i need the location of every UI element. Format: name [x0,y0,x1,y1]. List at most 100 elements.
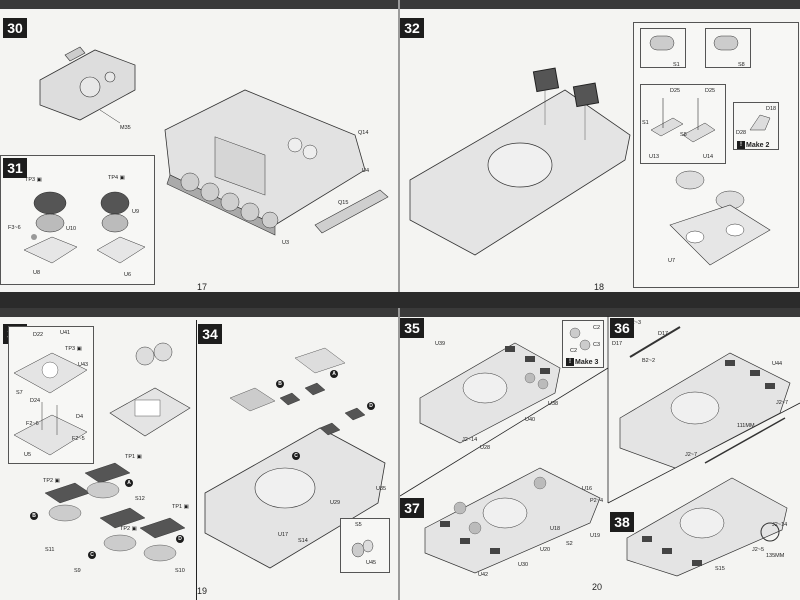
label-u43: U43 [78,362,89,368]
label-tp1-a: TP1 ▣ [125,454,142,460]
label-f3-6: F3~6 [8,225,21,231]
label-s11: S11 [45,547,55,553]
hull-floor-drawing [409,67,631,256]
page-number: 19 [197,586,208,596]
label-s2: S2 [566,541,573,547]
make-icon: ! [566,358,574,366]
step-31-right-assembly [96,191,146,264]
label-p2-4: P2~4 [590,498,603,504]
page-header-bar [400,308,800,317]
label-u40: U40 [525,417,536,423]
engine-deck-drawing [109,342,191,437]
label-d4: D4 [76,414,84,420]
tp-chip-icon: ▣ [119,175,125,181]
step-35-hull-drawing [419,342,561,444]
label-s8-top: S8 [738,62,745,68]
make-icon: ! [737,141,745,149]
tp-chip-icon: ▣ [131,526,137,532]
label-j2-14-a: J2~14 [462,437,478,443]
step-divider [196,320,197,600]
step-38-hull-drawing [626,477,788,577]
page-20: 35 36 37 38 U39 U38 J2~14 U28 U40 C2 C2 … [400,308,800,600]
label-tp1-b: TP1 ▣ [172,504,189,510]
label-d25-b: D25 [705,88,716,94]
label-u28: U28 [480,445,491,451]
label-u44: U44 [772,361,783,367]
step-36-hull-drawing [619,352,791,469]
page-17: 30 M35 Q14 U4 Q15 U3 31 TP3 ▣ [0,0,398,292]
label-j2-5: J2~5 [752,547,765,553]
top-gutter [398,0,400,292]
tow-cable-loop-drawing [760,522,780,542]
label-b2-3: B2~3 [628,320,641,326]
label-d22: D22 [33,332,44,338]
rear-plate-drawing [39,46,136,124]
periscope-assembly-drawing [650,98,716,143]
label-s10: S10 [175,568,185,574]
hatch-assembly-drawing [13,402,88,456]
label-s15: S15 [715,566,725,572]
tow-cable-part-drawing [629,326,681,358]
page-number: 18 [594,282,605,292]
label-d25-a: D25 [670,88,681,94]
callout-a-34: A [330,370,338,378]
s1-part-icon [649,35,675,51]
engine-grille-set-drawing [44,462,186,562]
label-u13: U13 [649,154,660,160]
label-s8: S8 [680,132,687,138]
label-u8: U8 [33,270,41,276]
label-u18: U18 [550,526,561,532]
label-s9: S9 [74,568,81,574]
label-u41: U41 [60,330,71,336]
label-c3: C3 [593,342,601,348]
label-c2-b: C2 [570,348,578,354]
label-s1-top: S1 [673,62,680,68]
label-u35: U35 [376,486,387,492]
step-38-number: 38 [610,512,634,532]
callout-c-34: C [292,452,300,460]
step-37-number: 37 [400,498,424,518]
step-31-number: 31 [3,158,27,178]
label-u39: U39 [435,341,446,347]
page-number: 20 [592,582,603,592]
step-35-number: 35 [400,318,424,338]
callout-c: C [88,551,96,559]
page-header-bar [0,308,398,317]
page-number: 17 [197,282,208,292]
label-u16: U16 [582,486,593,492]
hull-drawing [164,89,366,236]
rear-bumper-drawing [314,189,389,234]
label-f2-6: F2~6 [26,421,39,427]
s8-part-icon [713,35,739,51]
callout-b: B [30,512,38,520]
label-111mm: 111MM [737,423,755,429]
step-34-number: 34 [198,324,222,344]
tp-chip-icon: ▣ [36,177,42,183]
label-u38: U38 [548,401,559,407]
roller-part-drawing [351,539,374,558]
label-tp3: TP3 ▣ [65,346,82,352]
label-u20: U20 [540,547,551,553]
tp-chip-icon: ▣ [183,504,189,510]
label-b2-2: B2~2 [642,358,655,364]
label-u10: U10 [66,226,77,232]
label-q14: Q14 [358,130,369,136]
label-tp3: TP3 ▣ [25,177,42,183]
callout-d-34: D [367,402,375,410]
label-s12: S12 [135,496,145,502]
page-header-bar [0,0,398,9]
label-f2-5: F2~5 [72,436,85,442]
page-19: 33 34 D22 U41 TP3 ▣ U43 S7 D24 D4 F2~6 F… [0,308,398,600]
page-18: 32 S1 S8 D25 D25 S1 S8 U13 U14 D18 D28 !… [400,0,800,292]
label-s5: S5 [355,522,362,528]
label-s7: S7 [16,390,23,396]
label-j2-7-b: J2~7 [685,452,698,458]
label-u29: U29 [330,500,341,506]
step-37-hull-drawing [424,467,601,574]
step-36-number: 36 [610,318,634,338]
label-u5: U5 [24,452,32,458]
callout-b-34: B [276,380,284,388]
label-u19: U19 [590,533,601,539]
label-s1: S1 [642,120,649,126]
make-3-label: !Make 3 [566,358,598,366]
